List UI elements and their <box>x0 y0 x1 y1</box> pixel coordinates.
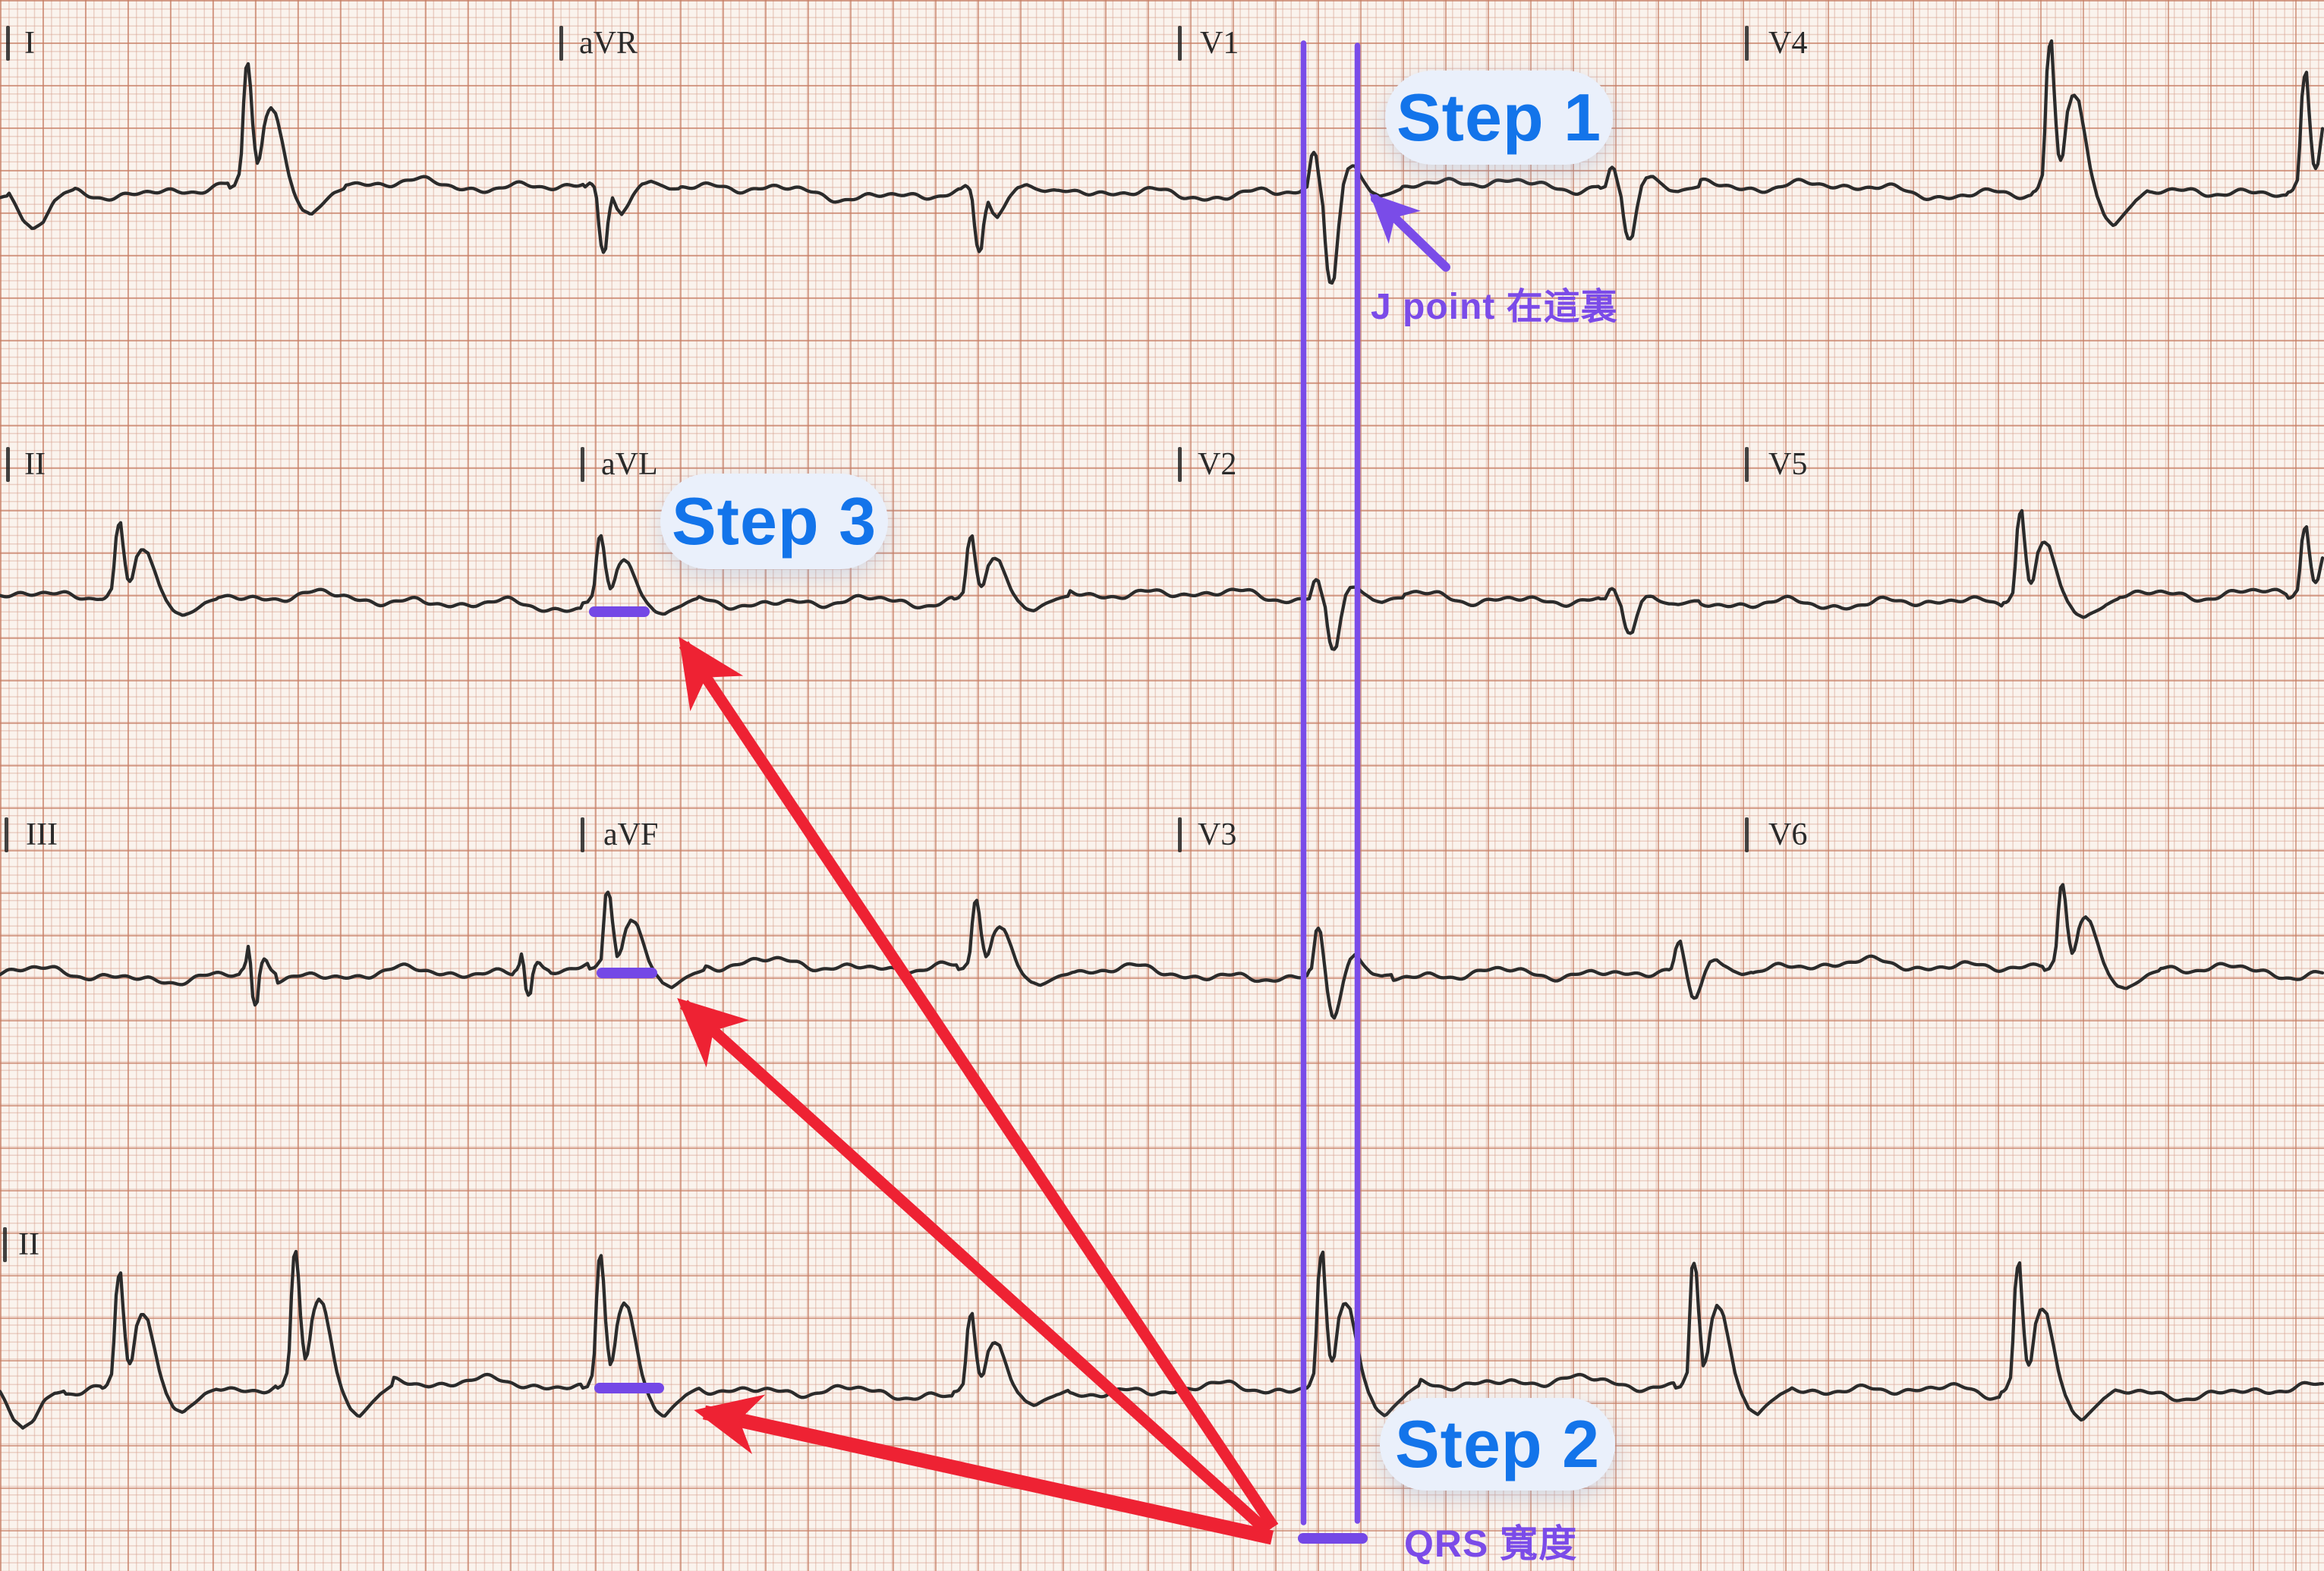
ecg-trace-row-4 <box>0 1249 2324 1430</box>
lead-label-avf-r3: aVF <box>603 817 659 852</box>
ecg-trace-row-3 <box>0 883 2324 1020</box>
lead-label-ii-r4: II <box>18 1227 39 1262</box>
lead-separator-tick <box>1178 447 1182 482</box>
lead-label-i-r1: I <box>24 26 35 61</box>
red-arrow-to-avf-icon <box>677 997 1272 1536</box>
j-point-arrow-icon <box>1369 193 1450 272</box>
step2-label: Step 2 <box>1394 1406 1601 1481</box>
step3-label: Step 3 <box>671 483 877 559</box>
step1-badge: Step 1 <box>1385 71 1613 165</box>
lead-separator-tick <box>1745 26 1749 61</box>
lead-label-v4-r1: V4 <box>1768 26 1808 61</box>
step1-label: Step 1 <box>1396 80 1602 155</box>
lead-label-v5-r2: V5 <box>1768 447 1808 482</box>
red-arrow-to-lead2-icon <box>694 1394 1274 1545</box>
lead-separator-tick <box>1178 817 1182 852</box>
step2-badge: Step 2 <box>1380 1398 1615 1491</box>
qrs-width-marker-avf <box>597 968 657 978</box>
j-point-label: J point 在這裏 <box>1371 287 1618 327</box>
ecg-trace-row-2 <box>0 508 2324 651</box>
lead-separator-tick <box>581 447 584 482</box>
lead-label-v1-r1: V1 <box>1200 26 1239 61</box>
lead-separator-tick <box>1745 817 1749 852</box>
qrs-width-marker-lead2 <box>594 1383 664 1393</box>
lead-label-v3-r3: V3 <box>1198 817 1237 852</box>
lead-separator-tick <box>559 26 563 61</box>
lead-label-v2-r2: V2 <box>1198 447 1237 482</box>
lead-label-v6-r3: V6 <box>1768 817 1808 852</box>
lead-label-avl-r2: aVL <box>601 447 658 482</box>
lead-label-iii-r3: III <box>26 817 58 852</box>
step3-badge: Step 3 <box>660 474 888 569</box>
ecg-trace-row-1 <box>0 39 2324 285</box>
lead-separator-tick <box>1745 447 1749 482</box>
lead-separator-tick <box>3 1227 7 1262</box>
lead-label-avr-r1: aVR <box>579 26 638 61</box>
qrs-width-reference-bar <box>1298 1533 1368 1544</box>
qrs-width-label: QRS 寬度 <box>1404 1522 1578 1565</box>
lead-separator-tick <box>581 817 584 852</box>
lead-separator-tick <box>1178 26 1182 61</box>
lead-separator-tick <box>6 447 10 482</box>
lead-separator-tick <box>5 817 8 852</box>
lead-label-ii-r2: II <box>24 447 46 482</box>
qrs-width-marker-avl <box>589 606 650 617</box>
lead-separator-tick <box>6 26 10 61</box>
red-arrow-to-avl-icon <box>679 637 1279 1531</box>
